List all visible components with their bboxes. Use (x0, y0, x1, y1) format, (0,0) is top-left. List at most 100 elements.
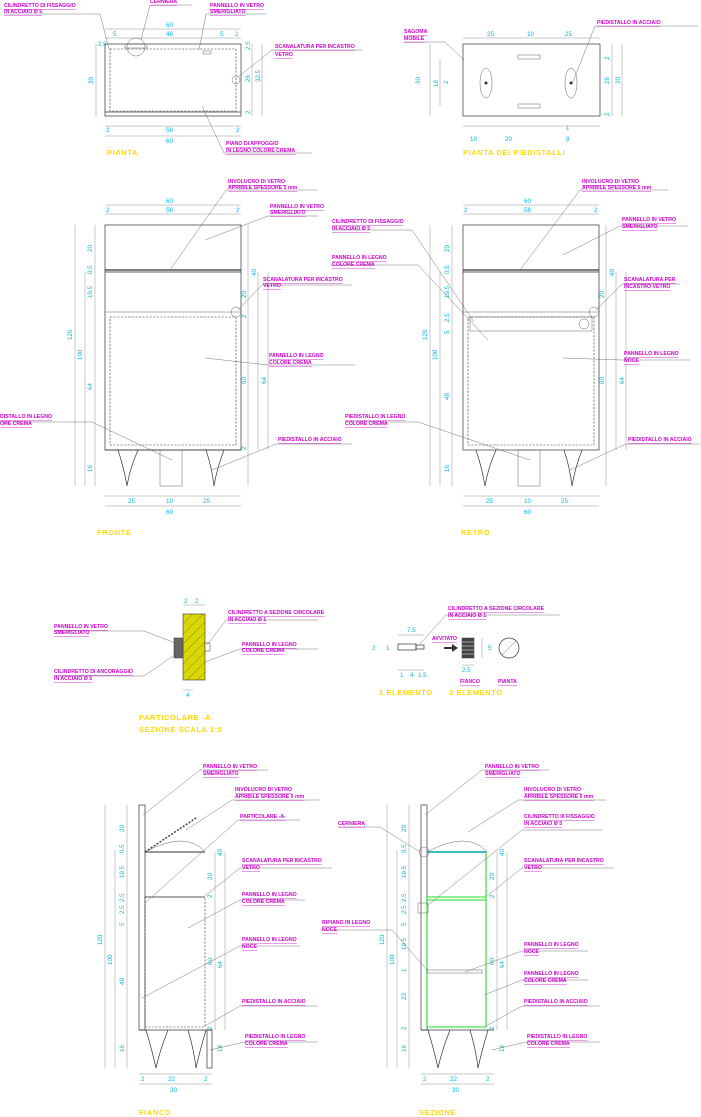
label-detail-smerigliato: SMERIGLIATO (54, 630, 90, 636)
label-fianco-piedistallo-crema: COLORE CREMA (245, 1041, 288, 1047)
dim-sez-20b: 20 (489, 873, 496, 880)
label-fianco-scanalatura: SCANALATURA PER INCASTRO (242, 858, 322, 864)
label-sez-involucro: INVOLUCRO DI VETRO (524, 787, 581, 793)
label-smerigliato: SMERIGLIATO (210, 9, 246, 15)
dim-sez-2-5b: 2.5 (401, 905, 408, 914)
dim-sez-64: 64 (499, 961, 506, 968)
dim-fianco-120: 120 (97, 934, 104, 945)
dim-fronte-19-5: 19.5 (87, 285, 94, 298)
label-retro-piedistallo-crema: COLORE CREMA (345, 421, 388, 427)
label-fronte-involucro: INVOLUCRO DI VETRO (228, 179, 285, 185)
label-fianco-pannello-legno-crema: PANNELLO IN LEGNO (242, 892, 297, 898)
label-retro-involucro: INVOLUCRO DI VETRO (582, 179, 639, 185)
retro-view: 60 2 56 2 25 10 25 60 120 100 20 0.5 19.… (330, 179, 700, 537)
label-detail-ancoraggio: CILINDRETTO DI ANCORAGGIO (54, 669, 133, 675)
dim-fianco-2b: 2 (207, 1026, 214, 1030)
label-fianco-noce: NOCE (242, 944, 258, 950)
dim-sez-2: 2 (401, 1026, 408, 1030)
label-retro-piedistallo-legno: PIEDISTALLO IN LEGNO (345, 414, 405, 420)
dim-sez-19-5b: 19.5 (401, 937, 408, 950)
dim-fianco-30: 30 (170, 1087, 177, 1094)
label-sez-pannello-legno-noce: PANNELLO IN LEGNO (524, 942, 579, 948)
title-elemento-2: 2 ELEMENTO (449, 688, 503, 697)
dim-retro-19-5: 19.5 (444, 285, 451, 298)
detail-glass-anchor (173, 637, 184, 659)
label-retro-cilindretto-2: IN ACCIAIO Ø 5 (332, 226, 370, 232)
dim-5: 5 (113, 31, 117, 38)
dim-retro-100: 100 (432, 349, 439, 360)
fronte-steel-pedestal-left (117, 449, 139, 487)
dim-retro-2-5: 2.5 (444, 313, 451, 322)
dim-fronte-0-5: 0.5 (87, 265, 94, 274)
label-sez-cilindretto: CILINDRETTO III FISSAGGIO (524, 814, 595, 820)
cylinder-rect (124, 43, 148, 49)
title-sezione: SEZIONE (419, 1108, 456, 1117)
dim-60b: 60 (166, 138, 173, 145)
dim-2e: 2 (443, 80, 450, 84)
dim-el-5: 5 (488, 645, 492, 652)
dim-2-5b: 2.5 (245, 41, 252, 50)
dim-fianco-16: 16 (119, 1045, 126, 1052)
title-particolare: PARTICOLARE -A- (139, 713, 214, 722)
dim-fronte-60b: 60 (166, 509, 173, 516)
dim-fianco-49: 49 (119, 978, 126, 985)
dim-fronte-2: 2 (106, 207, 110, 214)
label-fronte-crema-cut: ORE CREMA (0, 421, 32, 427)
fronte-wood-pedestal (159, 449, 183, 487)
dim-retro-64: 64 (619, 377, 626, 384)
dim-sez-0-5: 0.5 (401, 844, 408, 853)
label-sez-crema: COLORE CREMA (524, 978, 567, 984)
dim-fianco-2: 2 (207, 894, 214, 898)
dim-fronte-20b: 20 (241, 291, 248, 298)
label-detail-pannello-legno: PANNELLO IN LEGNO (242, 642, 297, 648)
label-sez-apribile: APRIBILE SPESSORE 5 mm (524, 794, 594, 800)
dim-25b: 25 (565, 31, 572, 38)
pianta-view: 60 5 46 5 2 2.5 2 56 2 60 30 2.5 26 32.5… (4, 0, 362, 157)
fianco-view: 120 100 20 0.5 19.5 2.5 2.5 5 49 16 20 2… (97, 764, 332, 1117)
dim-el-7-5: 7.5 (407, 627, 416, 634)
dim-fronte-16: 16 (87, 465, 94, 472)
label-fianco-piedistallo-acciaio: PIEDISTALLO IN ACCIAIO (242, 999, 306, 1005)
dim-10: 10 (527, 31, 534, 38)
piedistallo-left (479, 67, 493, 99)
label-fronte-piedistallo-acciaio: PIEDISTALLO IN ACCIAIO (278, 437, 342, 443)
cerniera-detail-circle (126, 37, 146, 57)
label-fianco-involucro: INVOLUCRO DI VETRO (235, 787, 292, 793)
fronte-inner-dashed (109, 316, 237, 446)
dim-sez-40: 40 (499, 849, 506, 856)
dim-sez-20: 20 (401, 825, 408, 832)
dim-retro-60b: 60 (524, 509, 531, 516)
dim-detail-4: 4 (186, 692, 190, 699)
dim-fronte-25b: 25 (203, 498, 210, 505)
dim-retro-20b: 20 (599, 291, 606, 298)
dim-retro-60: 60 (524, 198, 531, 205)
dim-2: 2 (235, 31, 239, 38)
label-avvitato: AVVITATO (432, 636, 457, 642)
dim-fianco-100: 100 (107, 954, 114, 965)
dim-fronte-60c: 60 (241, 377, 248, 384)
dim-fianco-20: 20 (119, 825, 126, 832)
dim-retro-48: 48 (444, 393, 451, 400)
dim-fronte-2d: 2 (241, 446, 248, 450)
label-retro-pannello-vetro: PANNELLO IN VETRO (622, 217, 676, 223)
title-retro: RETRO (461, 528, 490, 537)
dim-2d: 2 (245, 110, 252, 114)
dim-sez-5: 5 (401, 922, 408, 926)
dim-5b: 5 (220, 31, 224, 38)
label-sez-pannello-vetro: PANNELLO IN VETRO (485, 764, 539, 770)
label-pannello-vetro: PANNELLO IN VETRO (210, 3, 264, 9)
dim-fianco-40: 40 (217, 849, 224, 856)
element-2-pianta (498, 637, 520, 659)
arrow-right-icon (444, 644, 458, 652)
dim-retro-40: 40 (609, 269, 616, 276)
label-mobile: MOBILE (404, 36, 425, 42)
label-retro-noce: NOCE (624, 358, 640, 364)
dim-el-1-5: 1.5 (418, 672, 427, 679)
label-retro-pannello-legno-crema: PANNELLO IN LEGNO (332, 255, 387, 261)
dim-30: 30 (88, 77, 95, 84)
sezione-view: 120 100 20 0.5 19.5 2.5 2.5 5 19.5 1 23 … (320, 764, 614, 1117)
dim-1: 1 (566, 125, 570, 132)
title-sezione-scala: SEZIONE SCALA 1:5 (139, 725, 223, 734)
label-cilindretto-fissaggio: CILINDRETTO DI FISSAGGIO (4, 3, 76, 9)
